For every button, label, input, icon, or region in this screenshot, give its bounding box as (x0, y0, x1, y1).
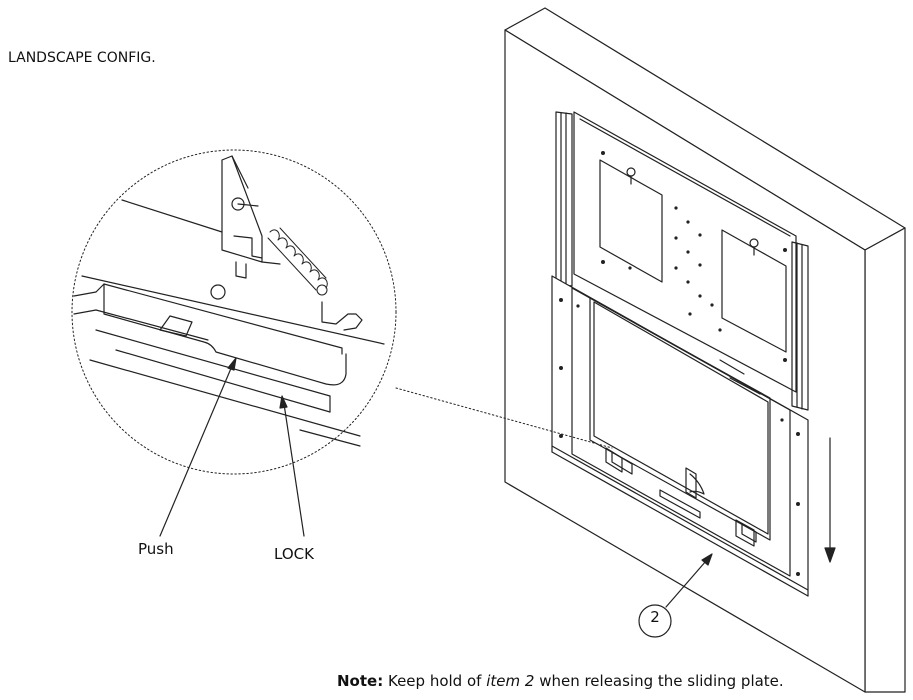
detail-leader (395, 387, 613, 449)
release-note: Note: Keep hold of item 2 when releasing… (337, 672, 784, 690)
item-callout (638, 553, 713, 638)
lock-label: LOCK (274, 545, 314, 563)
wall-plate (555, 111, 809, 411)
detail-view (71, 149, 397, 475)
config-title: LANDSCAPE CONFIG. (8, 50, 156, 66)
note-text-after: when releasing the sliding plate. (539, 672, 784, 690)
push-label: Push (138, 540, 174, 558)
note-item-ref: item 2 (486, 672, 535, 690)
note-prefix: Note: (337, 672, 384, 690)
down-arrow-icon (824, 437, 836, 563)
sliding-frame (551, 275, 809, 597)
lock-leader (279, 395, 305, 537)
note-text-before: Keep hold of (387, 672, 482, 690)
item-callout-number: 2 (650, 608, 660, 626)
push-leader (159, 357, 237, 537)
